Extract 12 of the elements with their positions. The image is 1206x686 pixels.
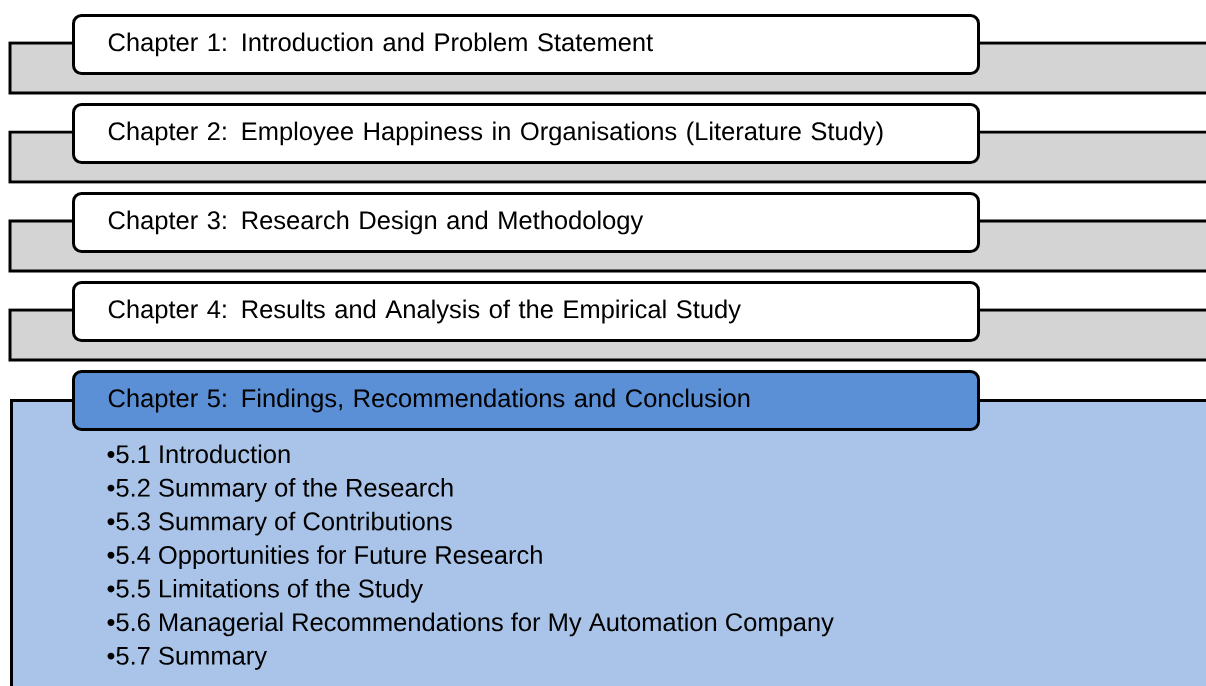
- bullet-item: •5.6 Managerial Recommendations for My Automation Company: [107, 612, 834, 637]
- bullet-item: •5.5 Limitations of the Study: [107, 578, 423, 603]
- bullet-item: •5.2 Summary of the Research: [107, 478, 453, 502]
- bullet-item: •5.4 Opportunities for Future Research: [107, 545, 542, 570]
- chapter-box: Chapter 1: Introduction and Problem Statement: [72, 14, 980, 75]
- bullet-item: •5.3 Summary of Contributions: [107, 511, 452, 536]
- chapter-box: Chapter 5: Findings, Recommendations and Conclusion: [72, 370, 980, 431]
- bullet-item: •5.1 Introduction: [107, 444, 290, 464]
- chapter-box: Chapter 3: Research Design and Methodology: [72, 192, 980, 253]
- chapter-box: Chapter 2: Employee Happiness in Organisations (Literature Study): [72, 103, 980, 164]
- chapter-box: Chapter 4: Results and Analysis of the Empirical Study: [72, 281, 980, 342]
- bullet-item: •5.7 Summary: [107, 646, 267, 670]
